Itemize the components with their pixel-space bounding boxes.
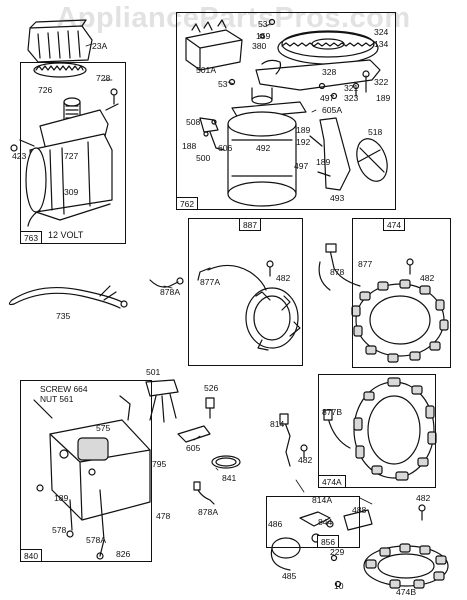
part-label: 23A: [92, 41, 108, 51]
part-label: 727: [64, 151, 79, 161]
part-label: 323: [344, 93, 359, 103]
stator-887-drawing: [149, 260, 301, 351]
part-label: 877B: [322, 407, 343, 417]
part-label: 53: [258, 19, 268, 29]
watermark: AppliancePartsPros.com: [56, 2, 411, 34]
part-label: 189: [296, 125, 311, 135]
part-label: 134: [374, 39, 389, 49]
part-label: 814A: [312, 495, 333, 505]
part-label: 474B: [396, 587, 417, 597]
panel-474a-id: 474A: [318, 474, 346, 488]
part-label: 189: [54, 493, 69, 503]
part-label: 192: [296, 137, 311, 147]
part-label: 482: [416, 493, 431, 503]
part-label: 482: [420, 273, 435, 283]
stator-474b-drawing: [270, 504, 449, 589]
part-label: 482: [298, 455, 313, 465]
part-label: 488: [352, 505, 367, 515]
screw-note-line2: NUT 561: [40, 394, 74, 404]
part-label: 497: [294, 161, 309, 171]
part-label: 578: [52, 525, 67, 535]
stator-474-drawing: [318, 243, 449, 363]
harness-735-drawing: [8, 285, 128, 309]
part-label: 526: [204, 383, 219, 393]
panel-856-id: 856: [317, 534, 339, 548]
part-label: 324: [374, 27, 389, 37]
part-label: 229: [330, 547, 345, 557]
lead-814-drawing: [279, 413, 308, 467]
part-label: 826: [116, 549, 131, 559]
part-label: 841: [222, 473, 237, 483]
part-label: 605: [186, 443, 201, 453]
part-label: 735: [56, 311, 71, 321]
part-label: 322: [374, 77, 389, 87]
part-label: 728: [96, 73, 111, 83]
panel-763: 763 12 VOLT: [20, 62, 126, 244]
part-label: 493: [330, 193, 345, 203]
part-label: 309: [64, 187, 79, 197]
starter-motor-drawing: [10, 88, 119, 227]
part-label: 497: [320, 93, 335, 103]
part-label: 321: [344, 83, 359, 93]
part-label: 10: [334, 581, 344, 591]
alternator-assembly-drawing: [185, 18, 388, 207]
panel-762-id: 762: [176, 196, 198, 210]
part-label: 501A: [196, 65, 217, 75]
part-label: 53: [218, 79, 228, 89]
part-label: 844: [318, 517, 333, 527]
screw-note-line1: SCREW 664: [40, 384, 88, 394]
part-label: 575: [96, 423, 111, 433]
control-box-840-drawing: [33, 395, 151, 560]
part-label: 478: [156, 511, 171, 521]
part-label: 877: [358, 259, 373, 269]
part-label: 508: [186, 117, 201, 127]
panel-887-id: 887: [239, 218, 261, 232]
panel-887: 887: [188, 218, 303, 366]
part-label: 482: [276, 273, 291, 283]
part-label: 814: [270, 419, 285, 429]
small-parts-drawing: [145, 379, 241, 505]
leader-lines: [85, 23, 373, 505]
panel-763-caption: 12 VOLT: [48, 230, 84, 240]
stator-474a-drawing: [323, 377, 437, 481]
panel-474: 474: [352, 218, 451, 368]
panel-474-id: 474: [383, 218, 405, 232]
part-label: 501: [146, 367, 161, 377]
screw-note: SCREW 664 NUT 561: [40, 384, 87, 404]
part-label: 578A: [86, 535, 107, 545]
part-label: 500: [196, 153, 211, 163]
part-label: 878A: [160, 287, 181, 297]
part-label: 795: [152, 459, 167, 469]
part-label: 606: [218, 143, 233, 153]
part-label: 486: [268, 519, 283, 529]
part-label: 169: [256, 31, 271, 41]
part-label: 605A: [322, 105, 343, 115]
panel-856: 856: [266, 496, 360, 548]
panel-763-id: 763: [20, 230, 42, 244]
part-label: 188: [182, 141, 197, 151]
part-label: 189: [376, 93, 391, 103]
part-label: 485: [282, 571, 297, 581]
part-label: 726: [38, 85, 53, 95]
starter-cover-drawing: [27, 19, 93, 78]
part-label: 328: [322, 67, 337, 77]
panel-840-id: 840: [20, 548, 42, 562]
panel-840: 840: [20, 380, 152, 562]
part-label: 492: [256, 143, 271, 153]
part-label: 878: [330, 267, 345, 277]
part-label: 878A: [198, 507, 219, 517]
panel-474a: 474A: [318, 374, 436, 488]
part-label: 423: [12, 151, 27, 161]
part-label: 518: [368, 127, 383, 137]
part-label: 877A: [200, 277, 221, 287]
panel-762: 762: [176, 12, 396, 210]
part-label: 380: [252, 41, 267, 51]
part-label: 189: [316, 157, 331, 167]
